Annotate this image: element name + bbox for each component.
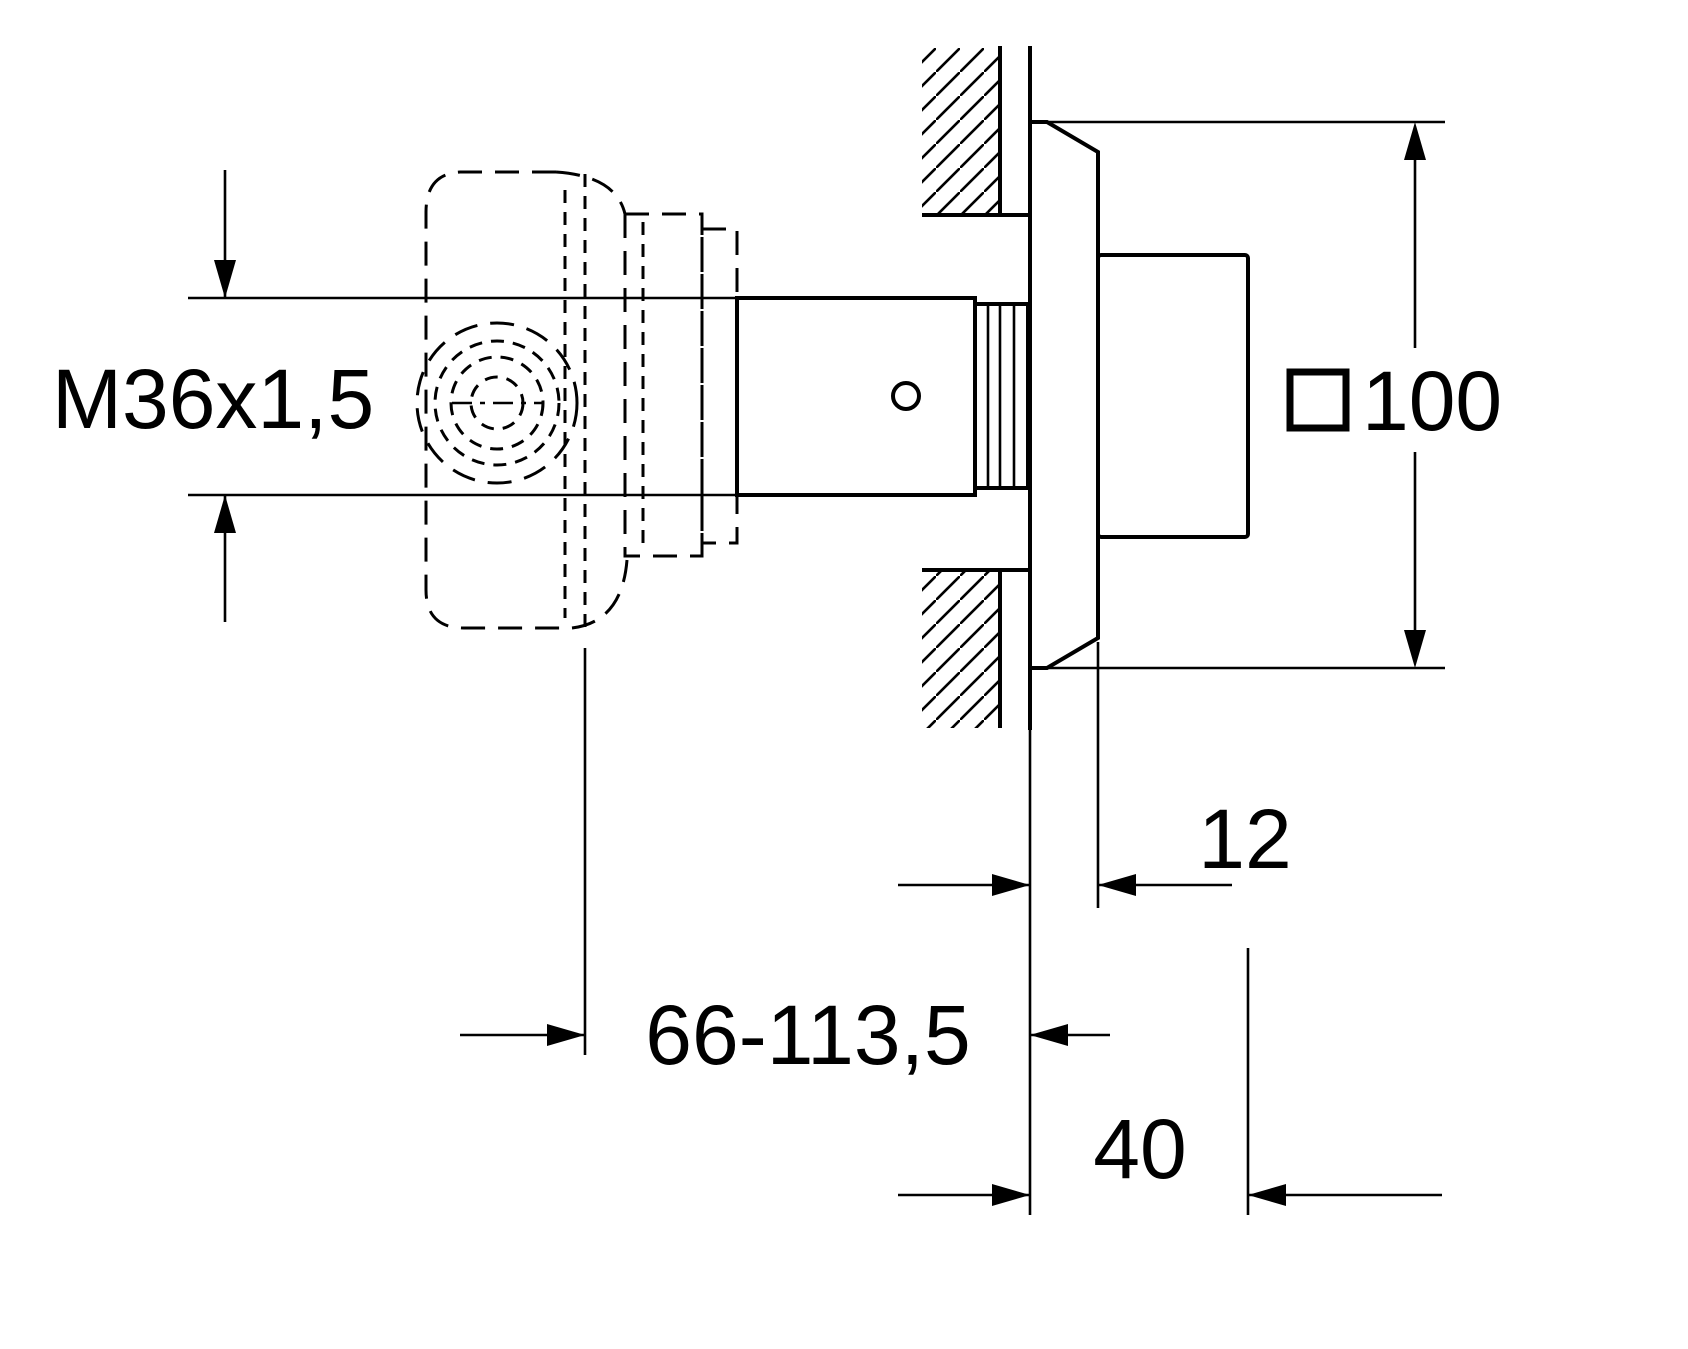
body-circle-inner bbox=[449, 355, 545, 451]
plate-thickness-label: 12 bbox=[1198, 792, 1291, 886]
dimension-66-113-5: 66-113,5 bbox=[460, 648, 1110, 1215]
body-circle-mid bbox=[433, 339, 561, 467]
rough-in-body-outline bbox=[424, 170, 629, 630]
wall-hatch-top bbox=[922, 48, 1000, 215]
arrowhead-right bbox=[547, 1024, 585, 1046]
arrowhead-right bbox=[992, 874, 1030, 896]
arrowhead-up bbox=[1404, 122, 1426, 160]
trim-set bbox=[1028, 120, 1250, 670]
dimension-40: 40 bbox=[898, 948, 1442, 1215]
arrowhead-up bbox=[214, 495, 236, 533]
arrowhead-down bbox=[214, 260, 236, 298]
arrowhead-left bbox=[1248, 1184, 1286, 1206]
stem-body bbox=[735, 296, 977, 497]
stem-pin-hole bbox=[891, 381, 921, 411]
plate-size-label: 100 bbox=[1362, 354, 1502, 448]
arrowhead-left bbox=[1098, 874, 1136, 896]
dimension-square100: 100 bbox=[1047, 120, 1502, 670]
wall-hatch-bottom bbox=[922, 570, 1000, 728]
handle-projection-label: 40 bbox=[1093, 1102, 1186, 1196]
dimension-m36: M36x1,5 bbox=[52, 170, 737, 622]
cartridge-housing-outer bbox=[623, 212, 704, 558]
concealed-valve-body bbox=[415, 170, 739, 630]
dimension-12: 12 bbox=[898, 642, 1292, 908]
installation-depth-label: 66-113,5 bbox=[645, 988, 970, 1082]
arrowhead-down bbox=[1404, 630, 1426, 668]
valve-stem bbox=[735, 296, 1030, 497]
arrowhead-left bbox=[1030, 1024, 1068, 1046]
body-circle-outer bbox=[415, 321, 579, 485]
thread-dimension-label: M36x1,5 bbox=[52, 352, 374, 446]
handle bbox=[1096, 253, 1250, 539]
square-symbol bbox=[1286, 368, 1350, 432]
arrowhead-right bbox=[992, 1184, 1030, 1206]
stem-collar bbox=[973, 302, 1030, 490]
escutcheon-plate bbox=[1028, 120, 1100, 670]
